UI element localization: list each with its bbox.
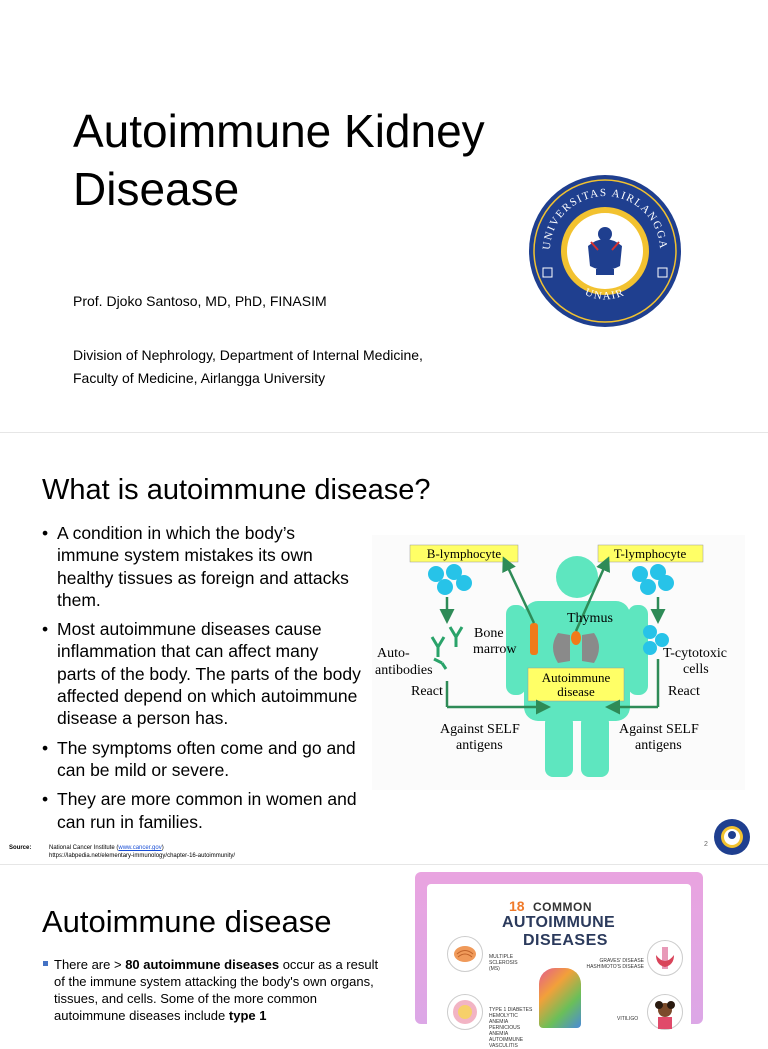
poster-panel: 18 COMMON AUTOIMMUNE DISEASES MULTIPLE S… [427,884,691,1049]
bullet-item: The symptoms often come and go and can b… [42,737,362,782]
slide-title: What is autoimmune disease? [42,474,431,506]
source-line-2: https://labpedia.net/elementary-immunolo… [49,853,236,859]
antibodies-label: antibodies [375,663,433,678]
slide-divider [0,432,768,433]
b-cell-cluster [428,564,472,595]
t-cytotoxic-cells [643,625,669,655]
disease-label: disease [557,684,595,699]
bullet-bold-text: 80 autoimmune diseases [125,957,280,972]
affiliation-line-1: Division of Nephrology, Department of In… [73,347,423,363]
title-slide: Autoimmune Kidney Disease Prof. Djoko Sa… [0,0,768,432]
slide-divider [0,864,768,865]
source-text: ) [161,845,164,851]
university-logo-small [714,819,750,855]
react-right-label: React [668,684,700,699]
bullet-list: There are > 80 autoimmune diseases occur… [42,956,387,1024]
auto-label: Auto- [377,646,410,661]
autoimmune-list-slide: Autoimmune disease There are > 80 autoim… [0,864,768,1049]
b-lymphocyte-label: B-lymphocyte [427,546,502,561]
bullet-item: They are more common in women and can ru… [42,788,362,833]
t-cell-cluster [632,564,674,595]
page-number: 2 [704,841,708,848]
bone-label: Bone [474,626,504,641]
poster-diseases: DISEASES [523,932,608,949]
logo-text-bottom: UNAIR [583,286,625,302]
autoimmune-diagram: B-lymphocyte T-lymphocyte Autoimmune dis… [372,535,745,790]
source-label: Source: [9,845,32,851]
antigens-right-label: antigens [635,738,682,753]
t-lymphocyte-label: T-lymphocyte [614,546,687,561]
against-self-left-label: Against SELF [440,722,520,737]
source-text: National Cancer Institute ( [49,845,119,851]
marrow-label: marrow [473,642,517,657]
lung-shape [553,633,570,663]
vitiligo-person-icon [647,994,683,1030]
title-line-2: Disease [73,163,240,215]
svg-text:UNAIR: UNAIR [583,286,626,302]
lung-shape [582,633,599,663]
thyroid-icon [647,940,683,976]
slide-title: Autoimmune disease [42,904,332,939]
thymus-organ [571,631,581,645]
poster-vitiligo-label: VITILIGO [617,1016,639,1022]
affiliation: Division of Nephrology, Department of In… [73,344,423,390]
autoimmune-poster: 18 COMMON AUTOIMMUNE DISEASES MULTIPLE S… [415,872,703,1049]
poster-t1-label: TYPE 1 DIABETES HEMOLYTIC ANEMIA PERNICI… [489,1007,533,1049]
cells-label: cells [683,662,709,677]
bullet-list: A condition in which the body’s immune s… [42,522,362,840]
t-cytotoxic-label: T-cytotoxic [663,646,727,661]
brain-icon [447,936,483,972]
autoimmune-label: Autoimmune [542,670,611,685]
title-line-1: Autoimmune Kidney [73,105,485,157]
bullet-item: There are > 80 autoimmune diseases occur… [42,956,387,1024]
against-self-right-label: Against SELF [619,722,699,737]
slide-title: Autoimmune Kidney Disease [73,102,485,218]
thymus-label: Thymus [567,611,613,626]
antibody-icons [430,626,464,670]
author-name: Prof. Djoko Santoso, MD, PhD, FINASIM [73,293,327,309]
university-logo: UNIVERSITAS AIRLANGGA UNAIR [529,175,681,327]
pancreas-icon [447,994,483,1030]
poster-common: COMMON [533,900,592,914]
source-line-1: National Cancer Institute (www.cancer.go… [49,844,164,852]
bullet-bold-text: type 1 [228,1008,267,1023]
bone-marrow-shape [530,623,538,655]
poster-graves-label: GRAVES' DISEASE HASHIMOTO'S DISEASE [586,958,644,970]
bullet-item: A condition in which the body’s immune s… [42,522,362,611]
affiliation-line-2: Faculty of Medicine, Airlangga Universit… [73,370,326,386]
human-figure-icon [539,968,581,1028]
definition-slide: What is autoimmune disease? A condition … [0,432,768,864]
bullet-text: occur as a result of the immune system a… [54,957,379,1023]
poster-ms-label: MULTIPLE SCLEROSIS (MS) [489,954,518,972]
source-link[interactable]: www.cancer.gov [118,845,162,851]
antigens-left-label: antigens [456,738,503,753]
poster-autoimmune: AUTOIMMUNE [502,914,615,931]
bullet-item: Most autoimmune diseases cause inflammat… [42,618,362,729]
bullet-text: There are > [54,957,126,972]
react-left-label: React [411,684,443,699]
poster-number: 18 [509,898,525,914]
